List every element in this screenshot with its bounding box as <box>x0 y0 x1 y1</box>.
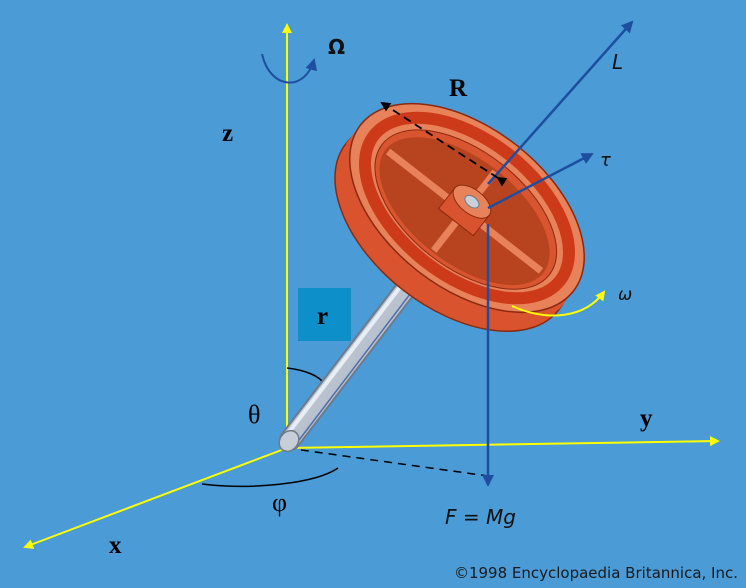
angular-momentum-label: L <box>612 50 624 74</box>
x-axis-label: x <box>109 532 122 559</box>
z-axis-label: z <box>222 120 234 147</box>
copyright-credit: ©1998 Encyclopaedia Britannica, Inc. <box>453 564 738 582</box>
rod-length-label: r <box>317 303 329 330</box>
x-axis <box>23 447 288 549</box>
phi-arc <box>201 467 339 488</box>
projection-line <box>286 447 489 477</box>
torque-vector <box>487 152 594 210</box>
spin-arrow <box>511 290 606 317</box>
precession-label: Ω <box>328 35 346 59</box>
precession-arrow <box>261 53 318 84</box>
torque-label: τ <box>600 150 611 171</box>
y-axis-label: y <box>640 405 653 432</box>
theta-arc <box>286 367 325 385</box>
angular-momentum-vector <box>487 20 634 185</box>
wheel-radius-label: R <box>449 75 468 102</box>
radius-line <box>380 101 508 187</box>
spin-label: ω <box>618 285 633 305</box>
phi-label: φ <box>272 488 288 517</box>
y-axis <box>286 436 720 449</box>
theta-label: θ <box>248 400 261 429</box>
coordinate-axes <box>23 23 720 549</box>
rod-label-box <box>298 288 351 341</box>
force-label: F = Mg <box>445 505 516 529</box>
